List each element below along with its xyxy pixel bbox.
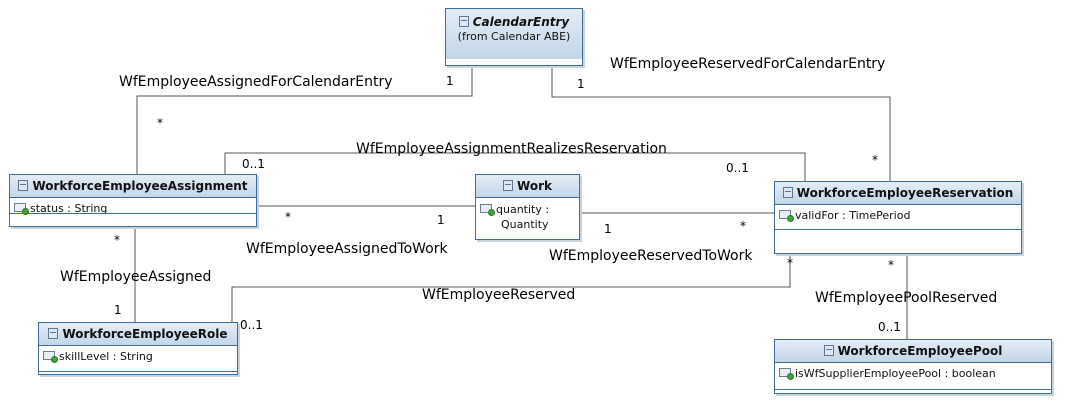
assoc-label-employee-reserved: WfEmployeeReserved	[422, 287, 576, 303]
attribute-icon	[779, 368, 794, 380]
attribute-icon	[14, 203, 29, 215]
attribute-icon	[43, 351, 58, 363]
attribute-row: skillLevel : String	[43, 350, 233, 364]
multiplicity-assignment-realizes: 0..1	[242, 157, 265, 171]
class-name: WorkforceEmployeePool	[837, 344, 1003, 358]
assoc-label-reserved-to-work: WfEmployeeReservedToWork	[549, 248, 753, 264]
multiplicity-work-assigned: 1	[437, 213, 445, 227]
class-icon	[823, 345, 834, 356]
multiplicity-work-reserved: 1	[604, 222, 612, 236]
class-icon	[503, 180, 514, 191]
assoc-label-reserved-for-calendar: WfEmployeeReservedForCalendarEntry	[610, 56, 886, 72]
attribute-list: quantity : Quantity	[476, 198, 579, 234]
operations-compartment	[775, 389, 1051, 390]
operations-compartment	[39, 371, 237, 372]
class-workforce-employee-reservation[interactable]: WorkforceEmployeeReservation validFor : …	[774, 181, 1022, 254]
class-name: Work	[517, 179, 552, 193]
class-header: WorkforceEmployeeReservation	[775, 182, 1021, 205]
multiplicity-reservation-reserved: *	[787, 256, 793, 270]
class-header: Work	[476, 175, 579, 198]
attribute-row: isWfSupplierEmployeePool : boolean	[779, 367, 1047, 381]
assoc-label-assigned-for-calendar: WfEmployeeAssignedForCalendarEntry	[119, 74, 393, 90]
multiplicity-reservation-calendar: *	[872, 153, 878, 167]
attribute-type: Quantity	[501, 218, 549, 231]
reserved-for-calendar-line	[551, 66, 891, 181]
attribute-row: status : String	[14, 202, 252, 216]
attribute-row: quantity :	[480, 202, 575, 217]
multiplicity-calendar-reserved: 1	[577, 77, 585, 91]
multiplicity-role-reserved: 0..1	[240, 318, 263, 332]
multiplicity-reservation-pool: *	[888, 258, 894, 272]
attribute-row-continued: Quantity	[480, 217, 575, 232]
class-icon	[458, 16, 469, 27]
assoc-label-employee-assigned: WfEmployeeAssigned	[60, 269, 212, 285]
assigned-for-calendar-line	[136, 66, 473, 174]
attribute-row: validFor : TimePeriod	[779, 209, 1017, 223]
class-name: WorkforceEmployeeRole	[62, 327, 228, 341]
class-header: WorkforceEmployeeAssignment	[10, 175, 256, 198]
attribute-text: skillLevel : String	[59, 350, 153, 363]
class-workforce-employee-assignment[interactable]: WorkforceEmployeeAssignment status : Str…	[9, 174, 257, 227]
class-calendar-entry[interactable]: CalendarEntry (from Calendar ABE)	[445, 8, 583, 66]
multiplicity-reservation-work: *	[740, 219, 746, 233]
attribute-list: isWfSupplierEmployeePool : boolean	[775, 363, 1051, 383]
class-stereotype: (from Calendar ABE)	[457, 30, 571, 43]
realizes-reservation-line	[224, 152, 806, 181]
multiplicity-assignment-role: *	[114, 233, 120, 247]
attribute-icon	[779, 210, 794, 222]
class-workforce-employee-role[interactable]: WorkforceEmployeeRole skillLevel : Strin…	[38, 322, 238, 375]
attribute-icon	[480, 204, 495, 216]
attribute-text: status : String	[30, 202, 108, 215]
multiplicity-calendar-assigned: 1	[446, 74, 454, 88]
attribute-list: skillLevel : String	[39, 346, 237, 366]
class-name: WorkforceEmployeeReservation	[796, 186, 1014, 200]
class-workforce-employee-pool[interactable]: WorkforceEmployeePool isWfSupplierEmploy…	[774, 339, 1052, 394]
multiplicity-assignment-calendar: *	[157, 116, 163, 130]
class-header: WorkforceEmployeeRole	[39, 323, 237, 346]
class-icon	[48, 328, 59, 339]
class-header: WorkforceEmployeePool	[775, 340, 1051, 363]
assoc-label-pool-reserved: WfEmployeePoolReserved	[815, 290, 998, 306]
multiplicity-role-assigned: 1	[114, 303, 122, 317]
class-icon	[18, 180, 29, 191]
class-name: WorkforceEmployeeAssignment	[32, 179, 248, 193]
operations-compartment	[10, 213, 256, 214]
attribute-list: status : String	[10, 198, 256, 218]
attribute-text: isWfSupplierEmployeePool : boolean	[795, 367, 996, 380]
class-icon	[782, 187, 793, 198]
assoc-label-realizes-reservation: WfEmployeeAssignmentRealizesReservation	[356, 141, 667, 157]
attribute-list: validFor : TimePeriod	[775, 205, 1021, 225]
class-header: CalendarEntry (from Calendar ABE)	[446, 9, 582, 59]
attribute-text: quantity :	[496, 203, 550, 216]
multiplicity-assignment-work: *	[285, 210, 291, 224]
multiplicity-reservation-realizes: 0..1	[726, 161, 749, 175]
attribute-text: validFor : TimePeriod	[795, 209, 911, 222]
class-work[interactable]: Work quantity : Quantity	[475, 174, 580, 240]
assoc-label-assigned-to-work: WfEmployeeAssignedToWork	[246, 241, 448, 257]
operations-compartment	[775, 229, 1021, 230]
class-name: CalendarEntry	[472, 15, 570, 29]
multiplicity-pool-reserved: 0..1	[878, 320, 901, 334]
